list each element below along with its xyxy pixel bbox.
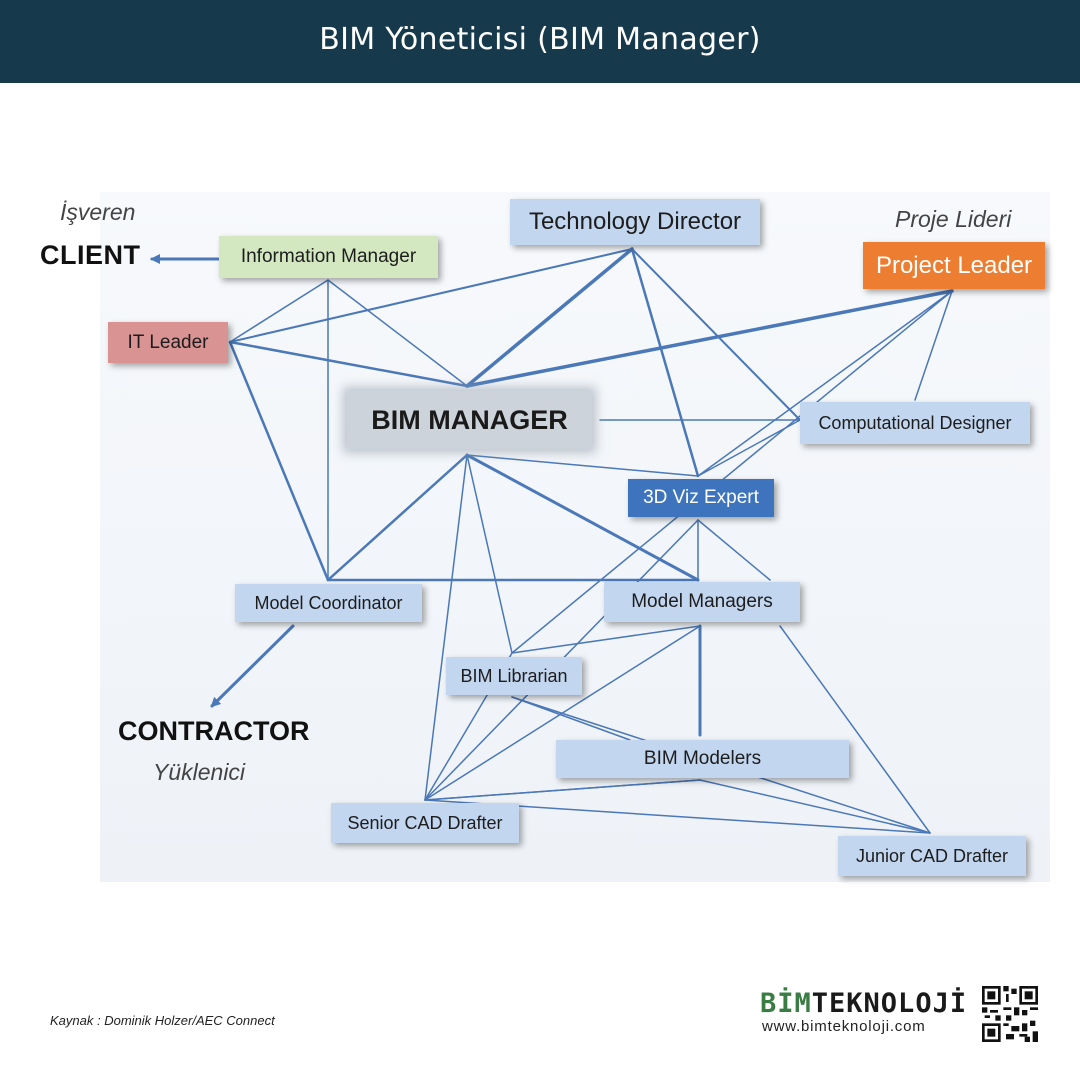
node-3d-viz-expert: 3D Viz Expert [628, 479, 774, 517]
source-caption: Kaynak : Dominik Holzer/AEC Connect [50, 1013, 275, 1028]
node-technology-director: Technology Director [510, 199, 760, 245]
node-senior-cad-drafter: Senior CAD Drafter [331, 803, 519, 843]
node-project-leader: Project Leader [863, 242, 1045, 289]
title-bar: BIM Yöneticisi (BIM Manager) [0, 0, 1080, 83]
node-bim-manager: BIM MANAGER [347, 391, 592, 449]
qr-code-icon [982, 986, 1038, 1042]
edge-it-coordinator [228, 340, 330, 582]
node-bim-modelers: BIM Modelers [556, 740, 849, 778]
contractor-label: CONTRACTOR [118, 716, 310, 746]
edge-it-td [229, 248, 633, 343]
node-model-coordinator: Model Coordinator [235, 584, 422, 622]
contractor-turkish-label: Yüklenici [153, 759, 246, 785]
node-computational-designer: Computational Designer [800, 402, 1030, 444]
edge-td-viz [630, 247, 700, 478]
client-turkish-label: İşveren [60, 199, 136, 225]
edge-manager-modelmanagers [465, 453, 700, 582]
arrow-to-contractor [210, 624, 295, 708]
edge-manager-coordinator [326, 453, 469, 582]
edge-td-compdesigner [631, 248, 801, 421]
brand-logo: BİMTEKNOLOJİ [760, 988, 967, 1019]
node-model-managers: Model Managers [604, 582, 800, 622]
node-junior-cad-drafter: Junior CAD Drafter [838, 836, 1026, 876]
page-title: BIM Yöneticisi (BIM Manager) [319, 22, 761, 57]
node-it-leader: IT Leader [108, 322, 228, 363]
edge-pl-manager [465, 289, 954, 388]
website-url: www.bimteknoloji.com [762, 1018, 926, 1035]
edge-td-manager [465, 247, 634, 388]
client-label: CLIENT [40, 240, 141, 270]
brand-logo-part2: TEKNOLOJİ [811, 988, 968, 1019]
node-bim-librarian: BIM Librarian [446, 657, 582, 695]
edge-it-manager [228, 340, 469, 388]
brand-logo-part1: BİM [760, 988, 812, 1019]
project-leader-turkish-label: Proje Lideri [895, 206, 1012, 232]
node-information-manager: Information Manager [219, 236, 438, 278]
